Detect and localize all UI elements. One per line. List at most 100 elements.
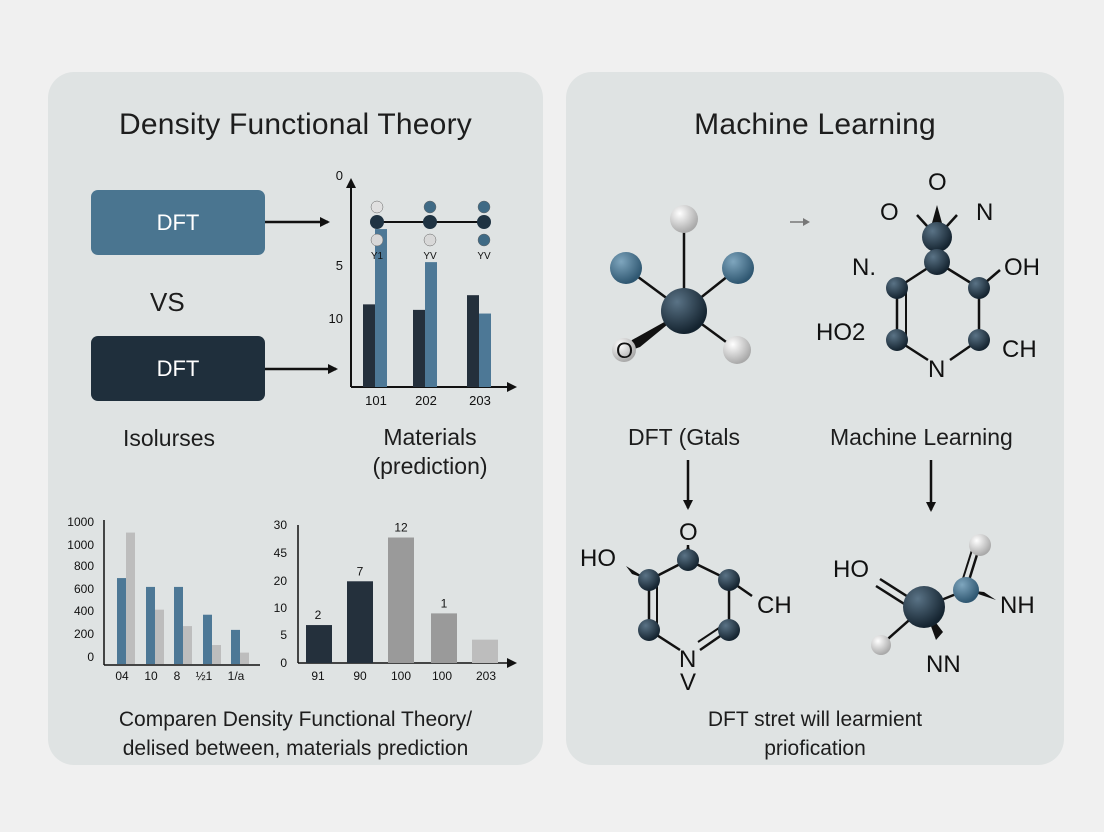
chart3-bar bbox=[431, 613, 457, 663]
chart2-x-tick: ½1 bbox=[196, 669, 213, 683]
chart3-data-label: 2 bbox=[315, 608, 322, 622]
chart1-y-tick: 0 bbox=[336, 168, 343, 183]
chart1-bar bbox=[375, 229, 387, 387]
chart1-bar bbox=[413, 309, 425, 387]
amide-nh-label: NH bbox=[1000, 592, 1035, 619]
ml-label: Machine Learning bbox=[830, 424, 1013, 450]
chart1-atom bbox=[423, 215, 437, 229]
chart1-atom bbox=[477, 233, 491, 247]
ml-caption-line2: priofication bbox=[764, 737, 866, 760]
ring-top-ho2-label: HO2 bbox=[816, 319, 865, 346]
chart2-y-tick: 400 bbox=[74, 604, 94, 618]
chart3-y-tick: 45 bbox=[274, 546, 288, 560]
chart2-x-tick: 10 bbox=[144, 669, 158, 683]
chart1-atom bbox=[370, 233, 384, 247]
dft-box-bottom: DFT bbox=[91, 336, 265, 401]
chart3-y-tick: 20 bbox=[274, 574, 288, 588]
chart3-x-tick: 91 bbox=[311, 669, 325, 683]
chart3-x-tick: 90 bbox=[353, 669, 367, 683]
chart3-bar bbox=[306, 625, 332, 663]
chart1-x-tick: 203 bbox=[469, 393, 491, 408]
chart2-y-tick: 0 bbox=[87, 650, 94, 664]
ml-caption-line1: DFT stret will learmient bbox=[707, 708, 923, 731]
chart2-bar bbox=[240, 652, 249, 664]
chart2-bar bbox=[146, 586, 155, 664]
chart3-data-label: 7 bbox=[357, 564, 364, 578]
ml-panel bbox=[566, 72, 1064, 765]
chart2-y-tick: 600 bbox=[74, 582, 94, 596]
dft-caption-line1: Comparen Density Functional Theory/ bbox=[118, 708, 473, 731]
tetra-o-label: O bbox=[616, 338, 633, 363]
chart1-x-tick: 202 bbox=[415, 393, 437, 408]
materials-label-line2: (prediction) bbox=[372, 453, 488, 479]
chart1-y-tick: 5 bbox=[336, 258, 343, 273]
chart2-bar bbox=[174, 586, 183, 664]
ring-bottom-o-label: O bbox=[679, 519, 698, 546]
chart2-x-tick: 8 bbox=[174, 669, 181, 683]
ring-top-n-label: N bbox=[976, 199, 993, 226]
chart1-atom-label: Y1 bbox=[371, 251, 384, 262]
amide-nn-label: NN bbox=[926, 651, 961, 678]
isolurses-label: Isolurses bbox=[123, 425, 216, 451]
amide-molecule bbox=[871, 534, 996, 655]
chart3-y-tick: 30 bbox=[274, 518, 288, 532]
ring-top-o-label: O bbox=[928, 169, 947, 196]
dft-box-top: DFT bbox=[91, 190, 265, 255]
materials-prediction-label: Materials (prediction) bbox=[330, 423, 530, 481]
ring-bottom-ho-label: HO bbox=[580, 545, 616, 572]
ring-top-n-left-label: N. bbox=[852, 254, 876, 281]
chart2-y-tick: 1000 bbox=[67, 538, 94, 552]
ring-bottom-v-label: V bbox=[680, 669, 696, 696]
chart3-y-tick: 0 bbox=[280, 656, 287, 670]
chart3-x-tick: 203 bbox=[476, 669, 496, 683]
chart1-bar bbox=[363, 304, 375, 387]
chart3-bar bbox=[347, 581, 373, 663]
chart3-bar bbox=[388, 537, 414, 663]
chart1-atom bbox=[423, 233, 437, 247]
chart3-data-label: 1 bbox=[441, 596, 448, 610]
chart1-atom bbox=[477, 200, 491, 214]
chart1-atom-label: YV bbox=[477, 251, 491, 262]
chart2-bar bbox=[231, 629, 240, 664]
ml-caption: DFT stret will learmient priofication bbox=[566, 705, 1064, 763]
chart2-bar bbox=[126, 532, 135, 664]
chart3-bar bbox=[472, 639, 498, 663]
chart2-y-tick: 1000 bbox=[67, 515, 94, 529]
chart2-bar bbox=[183, 626, 192, 664]
chart1-y-tick: 10 bbox=[329, 311, 343, 326]
chart2-y-tick: 200 bbox=[74, 627, 94, 641]
vs-label: VS bbox=[150, 287, 185, 317]
chart1-atom bbox=[423, 200, 437, 214]
ring-molecule-top bbox=[886, 205, 1001, 362]
chart2-x-tick: 04 bbox=[115, 669, 129, 683]
chart2-bar bbox=[203, 614, 212, 664]
chart3-y-tick: 10 bbox=[274, 601, 288, 615]
ring-molecule-bottom bbox=[626, 545, 753, 652]
chart3-y-tick: 5 bbox=[280, 628, 287, 642]
amide-ho-label: HO bbox=[833, 556, 869, 583]
chart2-y-tick: 800 bbox=[74, 559, 94, 573]
chart2-bar bbox=[155, 609, 164, 664]
chart1-atom-label: YV bbox=[423, 251, 437, 262]
chart2-x-tick: 1/a bbox=[228, 669, 245, 683]
ring-top-ch-label: CH bbox=[1002, 336, 1037, 363]
tetrahedral-molecule bbox=[610, 205, 754, 364]
chart2-bar bbox=[212, 645, 221, 664]
chart3-x-tick: 100 bbox=[432, 669, 452, 683]
ring-top-oh-label: OH bbox=[1004, 254, 1040, 281]
ring-bottom-ch-label: CH bbox=[757, 592, 792, 619]
chart3-data-label: 12 bbox=[394, 521, 408, 535]
ring-top-o2-label: O bbox=[880, 199, 899, 226]
chart1-atom bbox=[477, 215, 491, 229]
ring-bottom-n-label: N bbox=[679, 646, 696, 673]
chart1-bar bbox=[425, 262, 437, 387]
chart2-bar bbox=[117, 578, 126, 664]
dft-title: Density Functional Theory bbox=[119, 108, 472, 141]
dft-caption-line2: delised between, materials prediction bbox=[122, 737, 469, 760]
ring-top-n-bottom-label: N bbox=[928, 356, 945, 383]
chart1-bar bbox=[479, 313, 491, 387]
